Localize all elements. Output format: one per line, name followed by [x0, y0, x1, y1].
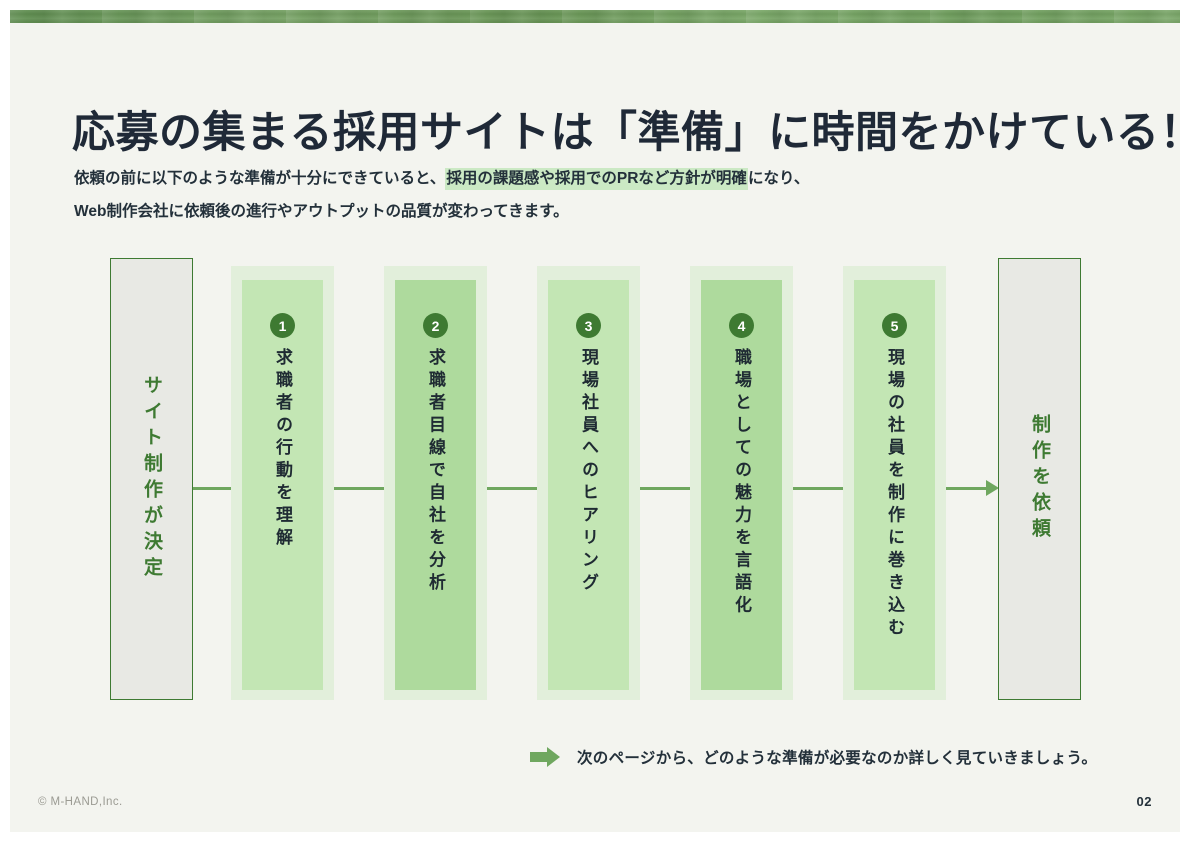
flow-step-2-inner: 2 求職者目線で自社を分析: [395, 280, 476, 690]
subtitle-line-2: Web制作会社に依頼後の進行やアウトプットの品質が変わってきます。: [74, 203, 569, 221]
subtitle-line-1: 依頼の前に以下のような準備が十分にできていると、採用の課題感や採用でのPRなど方…: [74, 162, 1094, 195]
flow-step-1: 1 求職者の行動を理解: [231, 266, 334, 700]
flow-step-1-inner: 1 求職者の行動を理解: [242, 280, 323, 690]
step-number-badge-2: 2: [423, 313, 448, 338]
flow-step-5-inner: 5 現場の社員を制作に巻き込む: [854, 280, 935, 690]
subtitle-line1-pre: 依頼の前に以下のような準備が十分にできていると、: [74, 170, 446, 187]
flow-start-label: サイト制作が決定: [141, 375, 162, 583]
page-number: 02: [1136, 794, 1152, 809]
process-flow-diagram: サイト制作が決定 1 求職者の行動を理解 2 求職者目線で自社を分析 3 現場社…: [10, 10, 1180, 832]
flow-step-1-label: 求職者の行動を理解: [273, 348, 292, 551]
next-page-note: 次のページから、どのような準備が必要なのか詳しく見ていきましょう。: [530, 746, 1097, 768]
copyright-text: © M-HAND,Inc.: [38, 796, 123, 808]
flow-step-3-inner: 3 現場社員へのヒアリング: [548, 280, 629, 690]
flow-arrowhead-icon: [986, 480, 999, 496]
connector-line-6: [942, 487, 988, 490]
flow-step-5: 5 現場の社員を制作に巻き込む: [843, 266, 946, 700]
connector-line-4: [636, 487, 698, 490]
flow-step-2-label: 求職者目線で自社を分析: [426, 348, 445, 596]
flow-start-box: サイト制作が決定: [110, 258, 193, 700]
connector-line-5: [789, 487, 851, 490]
connector-line-3: [483, 487, 545, 490]
subtitle-line1-post: になり、: [747, 170, 810, 187]
decorative-top-band: [10, 10, 1180, 23]
right-arrow-icon: [530, 747, 560, 767]
slide-canvas: 応募の集まる採用サイトは「準備」に時間をかけている！ 依頼の前に以下のような準備…: [10, 10, 1191, 832]
connector-line-1: [193, 487, 238, 490]
subtitle-highlight: 採用の課題感や採用でのPRなど方針が明確: [445, 168, 748, 190]
flow-step-4: 4 職場としての魅力を言語化: [690, 266, 793, 700]
flow-step-3-label: 現場社員へのヒアリング: [579, 348, 598, 596]
step-number-badge-3: 3: [576, 313, 601, 338]
flow-step-4-label: 職場としての魅力を言語化: [732, 348, 751, 618]
flow-end-box: 制作を依頼: [998, 258, 1081, 700]
step-number-badge-5: 5: [882, 313, 907, 338]
next-page-note-text: 次のページから、どのような準備が必要なのか詳しく見ていきましょう。: [577, 750, 1098, 767]
step-number-badge-1: 1: [270, 313, 295, 338]
subtitle-paragraph: 依頼の前に以下のような準備が十分にできていると、採用の課題感や採用でのPRなど方…: [74, 162, 1094, 229]
step-number-badge-4: 4: [729, 313, 754, 338]
page-title: 応募の集まる採用サイトは「準備」に時間をかけている！: [72, 108, 1191, 157]
flow-step-4-inner: 4 職場としての魅力を言語化: [701, 280, 782, 690]
flow-step-2: 2 求職者目線で自社を分析: [384, 266, 487, 700]
flow-step-3: 3 現場社員へのヒアリング: [537, 266, 640, 700]
connector-line-2: [330, 487, 392, 490]
flow-step-5-label: 現場の社員を制作に巻き込む: [885, 348, 904, 641]
flow-end-label: 制作を依頼: [1029, 414, 1050, 544]
